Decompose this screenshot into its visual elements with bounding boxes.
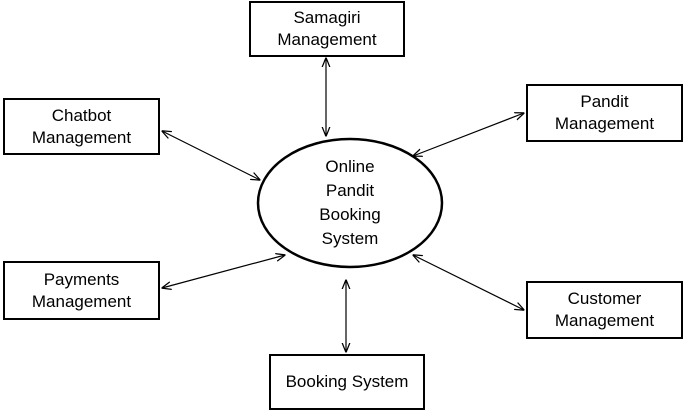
center-line-1: Online (325, 157, 375, 176)
arrow-customer (413, 255, 524, 310)
booking-system-box: Booking System (269, 354, 425, 410)
samagiri-line-1: Samagiri (293, 8, 361, 27)
payments-line-1: Payments (43, 269, 120, 289)
arrow-chatbot (162, 131, 260, 180)
booking-line-1: Booking System (285, 372, 409, 391)
center-ellipse (256, 137, 444, 269)
chatbot-line-2: Management (31, 127, 132, 147)
samagiri-line-2: Management (277, 30, 377, 49)
center-line-2: Pandit (325, 181, 375, 200)
payments-management-box: Payments Management (3, 261, 160, 320)
arrow-payments (162, 255, 285, 288)
arrow-pandit (413, 113, 524, 156)
pandit-line-1: Pandit (580, 92, 629, 111)
chatbot-line-1: Chatbot (51, 105, 112, 125)
center-line-3: Booking (319, 205, 381, 224)
customer-line-1: Customer (567, 289, 642, 308)
customer-management-box: Customer Management (526, 281, 683, 339)
pandit-management-box: Pandit Management (526, 84, 683, 142)
payments-line-2: Management (31, 291, 132, 311)
customer-line-2: Management (554, 311, 655, 330)
samagiri-management-box: Samagiri Management (249, 1, 405, 57)
pandit-line-2: Management (554, 114, 655, 133)
chatbot-management-box: Chatbot Management (3, 98, 160, 155)
center-node-label: Online Pandit Booking System (270, 153, 430, 253)
center-line-4: System (321, 229, 379, 248)
